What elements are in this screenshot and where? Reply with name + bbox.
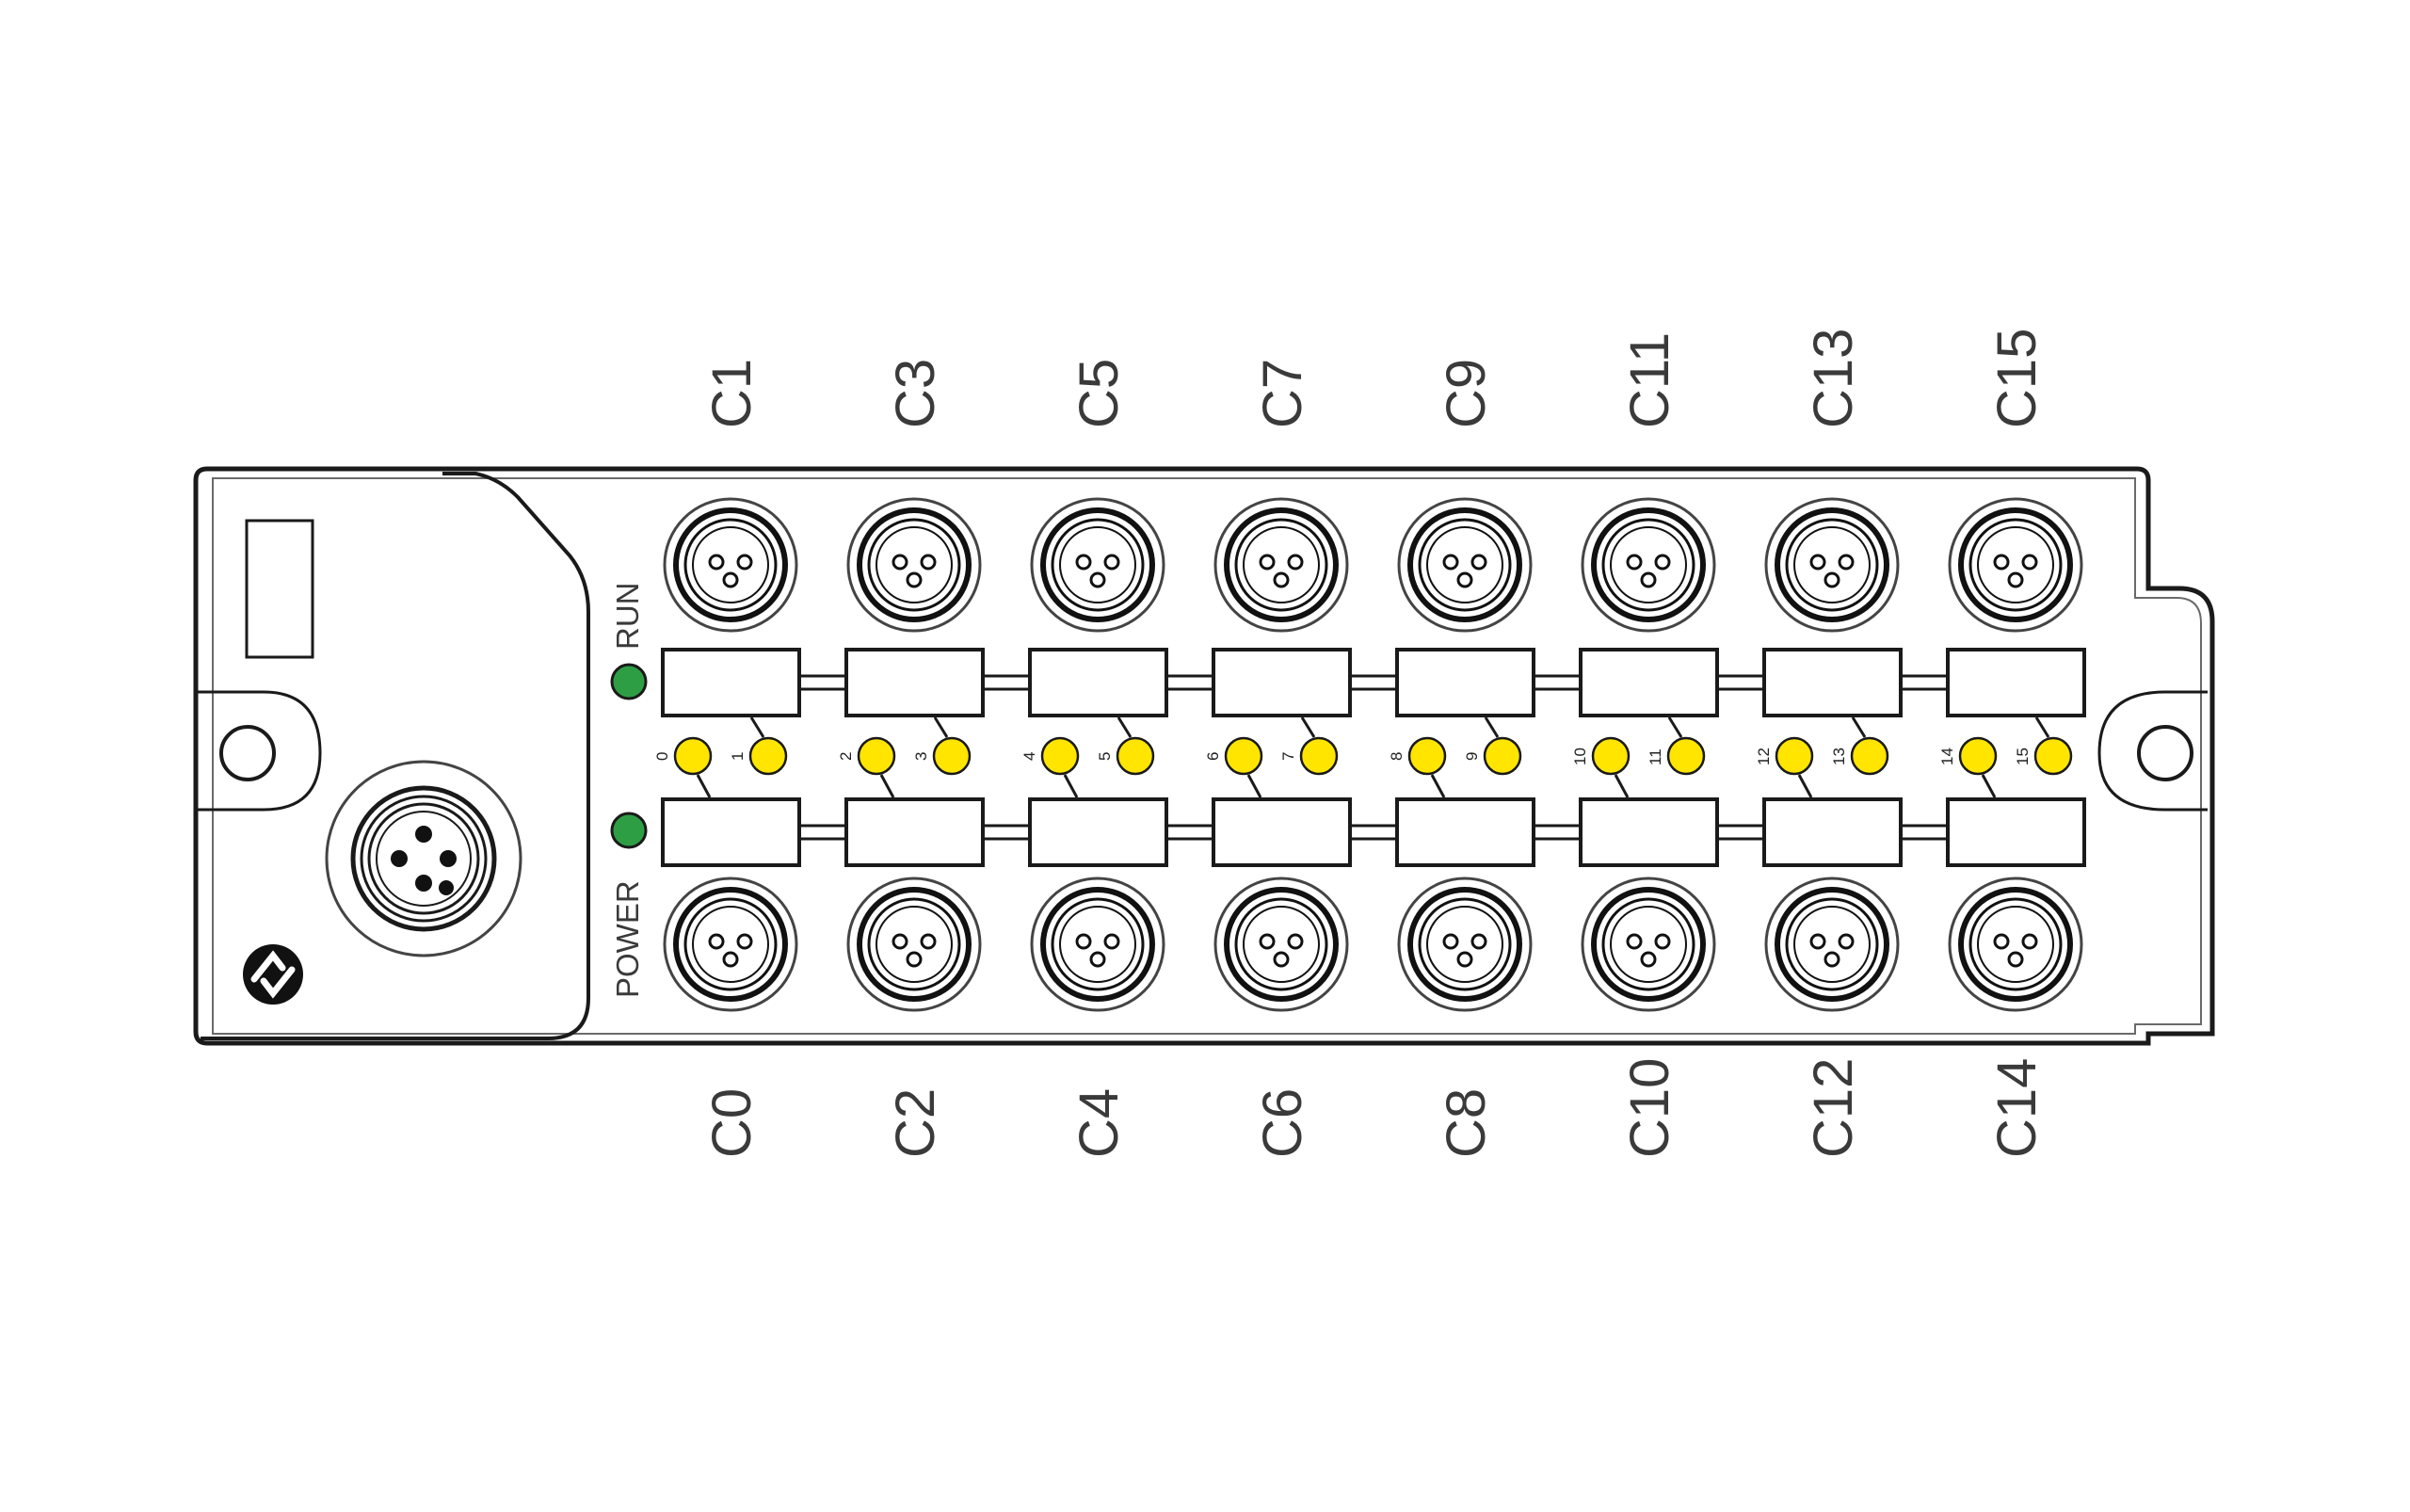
port-c15[interactable] <box>1948 497 2083 633</box>
label-block <box>661 648 801 717</box>
brand-logo-icon <box>243 944 303 1005</box>
run-led-icon <box>610 663 648 700</box>
port-label-c4: C4 <box>1068 1088 1130 1158</box>
label-block <box>844 797 985 867</box>
port-c2[interactable] <box>846 877 982 1012</box>
power-led-icon <box>610 812 648 849</box>
label-block <box>1579 648 1719 717</box>
channel-label: 3 <box>912 752 930 761</box>
power-label: POWER <box>610 880 645 998</box>
label-block <box>661 797 801 867</box>
channel-label: 14 <box>1938 748 1956 765</box>
port-c12[interactable] <box>1764 877 1900 1012</box>
channel-led-8-icon <box>1407 736 1447 798</box>
port-label-c12: C12 <box>1803 1058 1864 1158</box>
label-block <box>1762 648 1903 717</box>
port-c3[interactable] <box>846 497 982 633</box>
channel-label: 5 <box>1096 752 1114 761</box>
channel-label: 4 <box>1020 752 1038 761</box>
port-label-c10: C10 <box>1619 1058 1680 1158</box>
port-c0[interactable] <box>663 877 798 1012</box>
port-c13[interactable] <box>1764 497 1900 633</box>
right-mounting-hole <box>2137 725 2193 781</box>
port-label-c0: C0 <box>701 1088 763 1158</box>
port-c11[interactable] <box>1581 497 1716 633</box>
port-c5[interactable] <box>1030 497 1165 633</box>
channel-label: 12 <box>1755 748 1773 765</box>
port-c9[interactable] <box>1397 497 1533 633</box>
channel-led-2-icon <box>857 736 896 798</box>
port-label-c11: C11 <box>1619 332 1680 428</box>
channel-led-5-icon <box>1116 716 1155 776</box>
label-block <box>1395 797 1535 867</box>
channel-label: 6 <box>1204 752 1222 761</box>
channel-label: 2 <box>837 752 855 761</box>
port-label-c13: C13 <box>1803 329 1864 428</box>
channel-led-13-icon <box>1850 716 1889 776</box>
label-block <box>1212 648 1352 717</box>
channel-led-3-icon <box>932 716 972 776</box>
channel-label: 7 <box>1279 752 1297 761</box>
port-c4[interactable] <box>1030 877 1165 1012</box>
label-block <box>1395 648 1535 717</box>
channel-led-12-icon <box>1775 736 1814 798</box>
channel-led-6-icon <box>1224 736 1263 798</box>
left-mounting-hole <box>219 725 276 781</box>
port-c7[interactable] <box>1213 497 1349 633</box>
label-block <box>1946 797 2086 867</box>
channel-led-0-icon <box>673 736 713 798</box>
port-c14[interactable] <box>1948 877 2083 1012</box>
label-block <box>1028 797 1168 867</box>
channel-label: 10 <box>1571 748 1589 765</box>
channel-label: 11 <box>1647 748 1664 765</box>
label-plate <box>245 519 314 659</box>
port-c1[interactable] <box>663 497 798 633</box>
run-label: RUN <box>610 583 645 651</box>
left-cap-panel <box>201 472 590 1040</box>
right-mounting-tab <box>2097 690 2208 812</box>
label-block <box>1762 797 1903 867</box>
port-label-c8: C8 <box>1436 1088 1497 1158</box>
channel-led-1-icon <box>748 716 788 776</box>
channel-led-7-icon <box>1299 716 1339 776</box>
label-block <box>1212 797 1352 867</box>
channel-led-4-icon <box>1040 736 1080 798</box>
port-c10[interactable] <box>1581 877 1716 1012</box>
module-housing-inner <box>212 477 2202 1035</box>
port-c6[interactable] <box>1213 877 1349 1012</box>
label-block <box>844 648 985 717</box>
channel-label: 9 <box>1463 752 1481 761</box>
channel-label: 13 <box>1830 748 1848 765</box>
port-label-c2: C2 <box>885 1088 946 1158</box>
port-label-c14: C14 <box>1986 1058 2048 1158</box>
label-block <box>1579 797 1719 867</box>
port-label-c7: C7 <box>1252 359 1313 428</box>
channel-led-14-icon <box>1958 736 1998 798</box>
label-block <box>1028 648 1168 717</box>
channel-led-10-icon <box>1591 736 1631 798</box>
port-label-c3: C3 <box>885 359 946 428</box>
bus-connector[interactable] <box>325 760 522 957</box>
channel-led-15-icon <box>2033 716 2073 776</box>
channel-label: 15 <box>2014 748 2032 765</box>
channel-label: 0 <box>653 752 671 761</box>
label-block <box>1946 648 2086 717</box>
channel-label: 8 <box>1388 752 1406 761</box>
port-c8[interactable] <box>1397 877 1533 1012</box>
port-label-c5: C5 <box>1068 359 1130 428</box>
port-label-c15: C15 <box>1986 329 2048 428</box>
port-label-c6: C6 <box>1252 1088 1313 1158</box>
channel-led-11-icon <box>1666 716 1706 776</box>
port-label-c1: C1 <box>701 359 763 428</box>
left-mounting-tab <box>198 690 322 812</box>
channel-label: 1 <box>729 752 747 761</box>
port-label-c9: C9 <box>1436 359 1497 428</box>
channel-led-9-icon <box>1483 716 1522 776</box>
